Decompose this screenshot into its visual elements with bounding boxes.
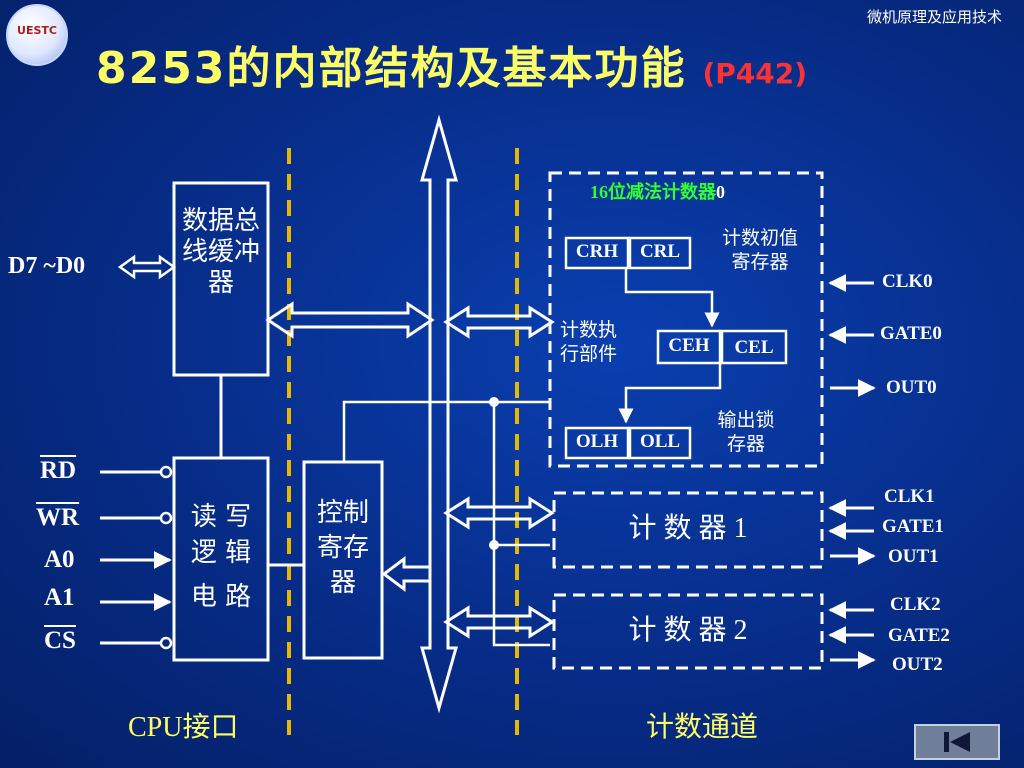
uestc-logo xyxy=(6,4,68,66)
internal-bus-arrow xyxy=(420,114,458,714)
clk0-label: CLK0 xyxy=(882,271,933,292)
counter1-box xyxy=(552,491,824,569)
gate2-label: GATE2 xyxy=(888,625,950,646)
d7d0-label: D7 ~D0 xyxy=(8,253,86,279)
crh-box xyxy=(564,236,630,270)
counting-channel-label: 计数通道 xyxy=(646,710,759,743)
initial-reg-label-2: 寄存器 xyxy=(731,251,789,273)
course-name: 微机原理及应用技术 xyxy=(866,8,1002,26)
counter2-box xyxy=(552,593,824,670)
slide-title: 8253的内部结构及基本功能 (P442) xyxy=(96,32,807,96)
exec-label-1: 计数执 xyxy=(560,319,618,341)
counter2-label: 计 数 器 2 xyxy=(628,615,748,646)
data-bus-buffer-label: 数据总线缓冲器 xyxy=(181,206,260,298)
a1-label: A1 xyxy=(44,584,75,611)
initial-reg-label-1: 计数初值 xyxy=(721,227,798,249)
bus-counter1-arrow xyxy=(443,496,555,530)
olh-box xyxy=(564,426,630,460)
junction-dot-2 xyxy=(489,540,499,550)
clk1-label: CLK1 xyxy=(884,486,935,507)
out0-label: OUT0 xyxy=(886,377,937,398)
counter0-box xyxy=(548,171,824,468)
counter0-title-text: 16位减法计数器 xyxy=(590,182,716,202)
title-text: 8253的内部结构及基本功能 xyxy=(96,43,687,94)
rw-logic-label-2: 逻 辑 xyxy=(190,538,252,568)
crl-box xyxy=(628,236,692,270)
gate0-label: GATE0 xyxy=(880,323,942,344)
wr-bubble xyxy=(159,511,173,525)
junction-dot-1 xyxy=(489,397,499,407)
gate1-label: GATE1 xyxy=(882,516,944,537)
title-page-ref: (P442) xyxy=(702,57,808,90)
rd-label: RD xyxy=(40,457,77,484)
counter0-title: 16位减法计数器0 xyxy=(590,178,725,204)
exec-label-2: 行部件 xyxy=(560,343,618,365)
counter0-title-num: 0 xyxy=(716,182,725,202)
control-register-label: 控制寄存器 xyxy=(316,498,369,598)
rd-bubble xyxy=(159,465,173,479)
crl-label: CRL xyxy=(639,241,681,262)
ceh-label: CEH xyxy=(668,335,710,356)
bus-counter2-arrow xyxy=(443,605,555,639)
oll-box xyxy=(628,426,692,460)
cpu-interface-label: CPU接口 xyxy=(128,712,239,743)
latch-label-2: 存器 xyxy=(726,433,765,455)
skip-back-icon xyxy=(944,732,970,752)
wr-label: WR xyxy=(36,504,80,531)
ceh-box xyxy=(656,329,722,365)
a0-label: A0 xyxy=(44,546,75,573)
cs-bubble xyxy=(159,636,173,650)
ce-to-ol-path xyxy=(618,363,722,424)
cel-label: CEL xyxy=(734,337,774,358)
cel-box xyxy=(720,329,788,365)
oll-label: OLL xyxy=(639,431,681,452)
logo-text: UESTC xyxy=(17,24,57,37)
back-nav-button[interactable] xyxy=(914,724,1000,760)
clk2-label: CLK2 xyxy=(890,594,941,615)
buffer-bus-arrow xyxy=(265,301,435,339)
crh-label: CRH xyxy=(575,241,619,262)
cr-to-ce-path xyxy=(624,268,720,328)
out1-label: OUT1 xyxy=(888,546,939,567)
d7d0-arrow xyxy=(117,254,177,280)
bus-control-arrow xyxy=(381,556,432,592)
counter1-label: 计 数 器 1 xyxy=(628,513,748,544)
olh-label: OLH xyxy=(575,431,619,452)
bus-counter0-arrow xyxy=(443,305,555,339)
cs-label: CS xyxy=(44,627,76,654)
out2-label: OUT2 xyxy=(892,654,943,675)
rw-logic-label-1: 读 写 xyxy=(190,502,252,532)
latch-label-1: 输出锁 xyxy=(717,409,775,431)
rw-logic-label-3: 电 路 xyxy=(190,582,252,612)
